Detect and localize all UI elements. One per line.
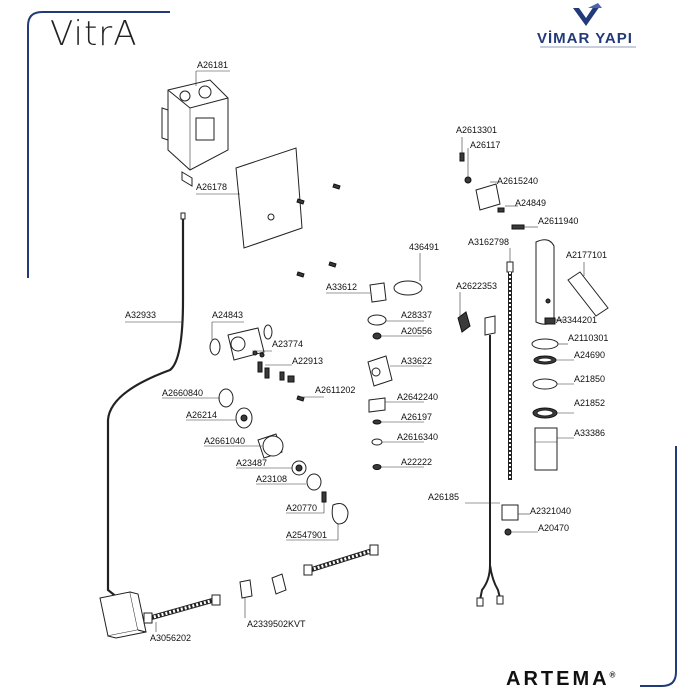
part-label: A23774 xyxy=(272,339,303,349)
part-label: A2642240 xyxy=(397,392,438,402)
leader-lines xyxy=(125,70,585,632)
part-label: A2110301 xyxy=(568,333,608,343)
part-label: A2321040 xyxy=(530,506,571,516)
corner-frame-icon xyxy=(640,446,677,687)
registered-mark: ® xyxy=(609,670,616,680)
part-label: A33386 xyxy=(574,428,605,438)
part-label: A26214 xyxy=(186,410,217,420)
part-label: A24690 xyxy=(574,350,605,360)
part-label: A22913 xyxy=(292,356,323,366)
vitra-logo: VitrA xyxy=(50,14,138,54)
screw-icons xyxy=(296,183,341,278)
part-label: A32933 xyxy=(125,310,156,320)
part-label: A33622 xyxy=(401,356,432,366)
part-label: A21850 xyxy=(574,374,605,384)
corner-frame-icon xyxy=(27,11,170,278)
part-label: A21852 xyxy=(574,398,605,408)
part-label: A20556 xyxy=(401,326,432,336)
part-label: A2616340 xyxy=(397,432,438,442)
part-label: A2547901 xyxy=(286,530,327,540)
part-label: A2339502KVT xyxy=(247,619,306,629)
part-label: A24843 xyxy=(212,310,243,320)
battery-box xyxy=(99,591,147,639)
part-label: A2177101 xyxy=(566,250,607,260)
flex-hoses xyxy=(143,544,379,624)
part-label: A3344201 xyxy=(556,315,597,325)
part-label: A22222 xyxy=(401,457,432,467)
part-label: A26117 xyxy=(470,140,500,150)
part-label: A26178 xyxy=(196,182,227,192)
spout-assembly xyxy=(459,152,609,471)
part-label: A24849 xyxy=(515,198,546,208)
part-label: A2615240 xyxy=(497,176,538,186)
part-label: A2613301 xyxy=(456,125,497,135)
part-label: A33612 xyxy=(326,282,357,292)
part-label: A23487 xyxy=(236,458,267,468)
valve-body xyxy=(209,324,273,361)
part-label: A2611202 xyxy=(315,385,355,395)
supply-hose xyxy=(501,261,519,536)
part-label: A26197 xyxy=(401,412,432,422)
part-label: A2661040 xyxy=(204,436,245,446)
part-label: A20470 xyxy=(538,523,569,533)
part-label: A26185 xyxy=(428,492,459,502)
small-fasteners xyxy=(252,350,305,402)
part-label: A3056202 xyxy=(150,633,191,643)
sensor-wire xyxy=(457,311,504,607)
part-label: A2611940 xyxy=(538,216,578,226)
artema-logo: ARTEMA® xyxy=(506,668,615,691)
part-label: 436491 xyxy=(409,242,439,252)
solenoid-components xyxy=(218,388,349,525)
middle-stack xyxy=(367,280,423,470)
part-label: A23108 xyxy=(256,474,287,484)
artema-wordmark: ARTEMA xyxy=(506,668,610,690)
mounting-box xyxy=(161,79,229,187)
part-label: A26181 xyxy=(197,60,228,70)
part-labels: A26181 A26178 A32933 A24843 A23774 A2291… xyxy=(125,60,608,643)
sensor-cable xyxy=(106,212,186,599)
vimar-yapi-logo: VİMAR YAPI xyxy=(537,30,633,47)
part-label: A20770 xyxy=(286,503,317,513)
v-chevron-logo-icon xyxy=(573,3,602,26)
part-label: A2622353 xyxy=(456,281,497,291)
part-label: A28337 xyxy=(401,310,432,320)
part-label: A2660840 xyxy=(162,388,203,398)
mounting-plate xyxy=(235,147,303,249)
part-label: A3162798 xyxy=(468,237,509,247)
